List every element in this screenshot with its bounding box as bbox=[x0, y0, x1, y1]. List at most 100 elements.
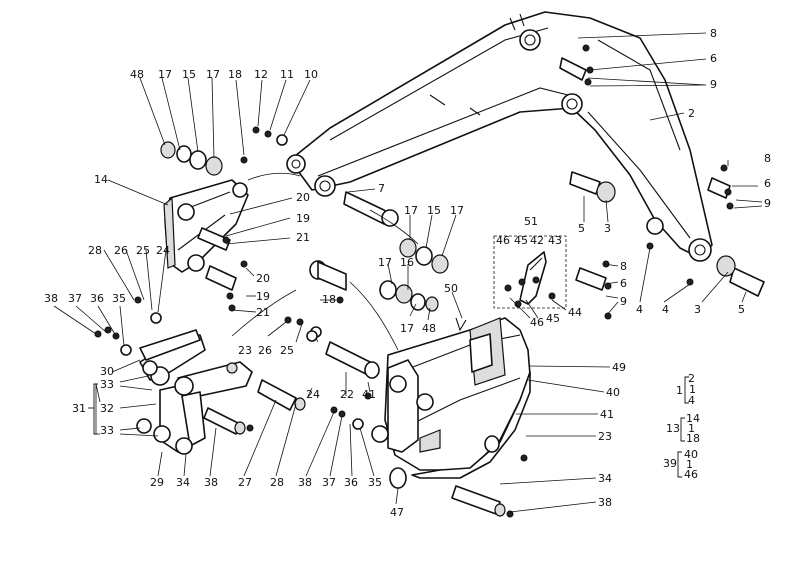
callout: 8 bbox=[620, 260, 627, 273]
legend-item: 1 bbox=[688, 422, 695, 435]
legend-item: 1 bbox=[689, 383, 696, 396]
legend-head: 39 bbox=[663, 457, 677, 470]
parts-legend: 1 2 1 4 13 14 1 18 39 40 1 46 bbox=[663, 372, 700, 481]
legend-head: 13 bbox=[666, 422, 680, 435]
callout: 38 bbox=[204, 476, 218, 489]
callout: 2 bbox=[688, 107, 695, 120]
assembly-arrows bbox=[231, 172, 419, 351]
callout: 26 bbox=[258, 344, 272, 357]
callout: 6 bbox=[710, 52, 717, 65]
pin-upper-left bbox=[205, 265, 237, 291]
callout: 51 bbox=[524, 215, 538, 228]
callout: 37 bbox=[68, 292, 82, 305]
group-box-51 bbox=[493, 235, 567, 309]
callout: 12 bbox=[254, 68, 268, 81]
callout: 36 bbox=[90, 292, 104, 305]
callout: 46 bbox=[530, 316, 544, 329]
callout: 25 bbox=[280, 344, 294, 357]
callout: 9 bbox=[620, 295, 627, 308]
callout: 27 bbox=[238, 476, 252, 489]
callout: 15 bbox=[182, 68, 196, 81]
legend-head: 1 bbox=[676, 384, 683, 397]
callout: 7 bbox=[378, 182, 385, 195]
callout-labels: 8 6 9 2 48 17 15 17 18 12 11 10 8 6 9 14… bbox=[44, 27, 771, 519]
group-bracket-31 bbox=[88, 383, 98, 435]
leader-lines bbox=[53, 32, 763, 513]
callout: 37 bbox=[322, 476, 336, 489]
callout: 17 bbox=[206, 68, 220, 81]
callout: 28 bbox=[270, 476, 284, 489]
pin-34-right bbox=[451, 485, 501, 515]
callout: 38 bbox=[598, 496, 612, 509]
legend-item: 14 bbox=[686, 412, 700, 425]
callout: 45 bbox=[514, 234, 528, 247]
pin-22 bbox=[325, 341, 371, 375]
callout: 10 bbox=[304, 68, 318, 81]
callout: 17 bbox=[158, 68, 172, 81]
callout: 31 bbox=[72, 402, 86, 415]
callout: 3 bbox=[604, 222, 611, 235]
callout: 38 bbox=[44, 292, 58, 305]
callout: 19 bbox=[296, 212, 310, 225]
side-cutter-assembly bbox=[504, 251, 556, 308]
callout: 34 bbox=[176, 476, 190, 489]
callout: 15 bbox=[427, 204, 441, 217]
callout: 44 bbox=[568, 306, 582, 319]
callout: 48 bbox=[130, 68, 144, 81]
callout: 35 bbox=[112, 292, 126, 305]
callout: 9 bbox=[764, 197, 771, 210]
callout: 3 bbox=[694, 303, 701, 316]
callout: 45 bbox=[546, 312, 560, 325]
callout: 17 bbox=[400, 322, 414, 335]
callout: 36 bbox=[344, 476, 358, 489]
callout: 6 bbox=[620, 277, 627, 290]
callout: 18 bbox=[228, 68, 242, 81]
pin-34-left bbox=[203, 407, 241, 435]
callout: 22 bbox=[340, 388, 354, 401]
callout: 4 bbox=[662, 303, 669, 316]
callout: 21 bbox=[256, 306, 270, 319]
legend-item: 2 bbox=[688, 372, 695, 385]
callout: 40 bbox=[606, 386, 620, 399]
callout: 8 bbox=[710, 27, 717, 40]
callout: 16 bbox=[400, 256, 414, 269]
legend-item: 40 bbox=[684, 448, 698, 461]
callout: 34 bbox=[598, 472, 612, 485]
callout: 28 bbox=[88, 244, 102, 257]
callout: 43 bbox=[548, 234, 562, 247]
callout: 5 bbox=[738, 303, 745, 316]
callout: 5 bbox=[578, 222, 585, 235]
callout: 41 bbox=[600, 408, 614, 421]
lower-link-assembly bbox=[136, 334, 253, 455]
arm-link bbox=[163, 179, 249, 273]
callout: 9 bbox=[710, 78, 717, 91]
callout: 46 bbox=[496, 234, 510, 247]
callout: 18 bbox=[322, 293, 336, 306]
legend-item: 18 bbox=[686, 432, 700, 445]
callout: 33 bbox=[100, 424, 114, 437]
callout: 29 bbox=[150, 476, 164, 489]
boom bbox=[286, 11, 713, 262]
callout: 42 bbox=[530, 234, 544, 247]
callout: 41 bbox=[362, 388, 376, 401]
callout: 23 bbox=[598, 430, 612, 443]
callout: 24 bbox=[156, 244, 170, 257]
pin-30 bbox=[139, 329, 201, 361]
callout: 47 bbox=[390, 506, 404, 519]
callout: 32 bbox=[100, 402, 114, 415]
callout: 33 bbox=[100, 378, 114, 391]
callout: 26 bbox=[114, 244, 128, 257]
fasteners bbox=[94, 44, 734, 518]
callout: 30 bbox=[100, 365, 114, 378]
callout: 25 bbox=[136, 244, 150, 257]
callout: 4 bbox=[636, 303, 643, 316]
callout: 11 bbox=[280, 68, 294, 81]
callout: 17 bbox=[450, 204, 464, 217]
legend-item: 4 bbox=[688, 394, 695, 407]
callout: 20 bbox=[296, 191, 310, 204]
pin-5-upper bbox=[569, 171, 601, 195]
callout: 24 bbox=[306, 388, 320, 401]
callout: 48 bbox=[422, 322, 436, 335]
callout: 49 bbox=[612, 361, 626, 374]
